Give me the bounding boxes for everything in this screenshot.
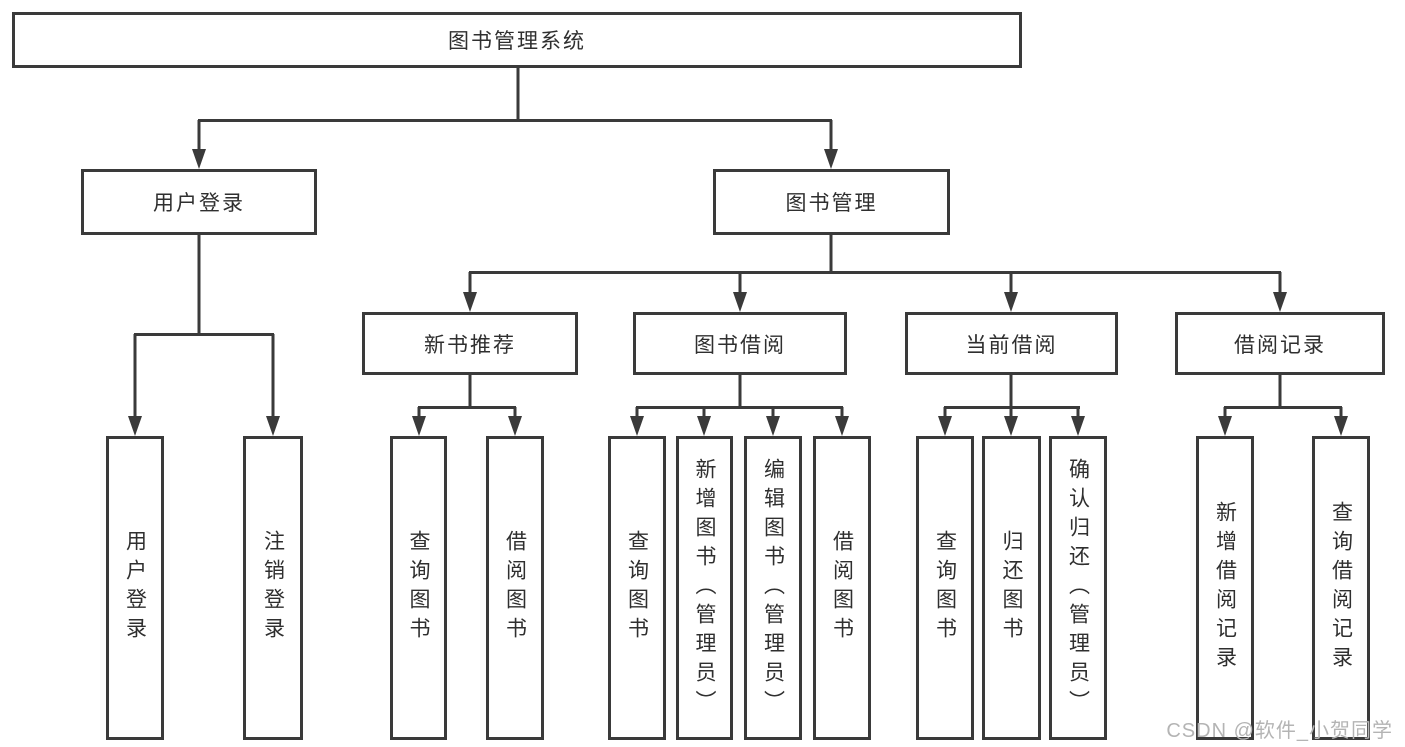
node-new-book-recommend: 新书推荐 bbox=[362, 312, 578, 375]
leaf-add-book-admin: 新增图书（管理员） bbox=[676, 436, 733, 740]
leaf-add-borrow-record: 新增借阅记录 bbox=[1196, 436, 1254, 740]
leaf-return-books: 归还图书 bbox=[982, 436, 1041, 740]
leaf-user-login: 用户登录 bbox=[106, 436, 164, 740]
node-borrow-records: 借阅记录 bbox=[1175, 312, 1385, 375]
leaf-borrow-books-recommend: 借阅图书 bbox=[486, 436, 544, 740]
leaf-query-books-recommend: 查询图书 bbox=[390, 436, 447, 740]
leaf-query-borrow-record: 查询借阅记录 bbox=[1312, 436, 1370, 740]
leaf-query-books-current: 查询图书 bbox=[916, 436, 974, 740]
leaf-edit-book-admin: 编辑图书（管理员） bbox=[744, 436, 802, 740]
node-current-borrowing: 当前借阅 bbox=[905, 312, 1118, 375]
node-system-root: 图书管理系统 bbox=[12, 12, 1022, 68]
leaf-confirm-return-admin: 确认归还（管理员） bbox=[1049, 436, 1107, 740]
watermark: CSDN @软件_小贺同学 bbox=[1166, 720, 1393, 742]
connector-segments bbox=[133, 68, 1343, 419]
leaf-query-books-borrow: 查询图书 bbox=[608, 436, 666, 740]
node-book-borrowing: 图书借阅 bbox=[633, 312, 847, 375]
arrowheads bbox=[128, 149, 1348, 436]
node-user-login: 用户登录 bbox=[81, 169, 317, 235]
node-book-management: 图书管理 bbox=[713, 169, 950, 235]
leaf-borrow-books: 借阅图书 bbox=[813, 436, 871, 740]
leaf-logout: 注销登录 bbox=[243, 436, 303, 740]
